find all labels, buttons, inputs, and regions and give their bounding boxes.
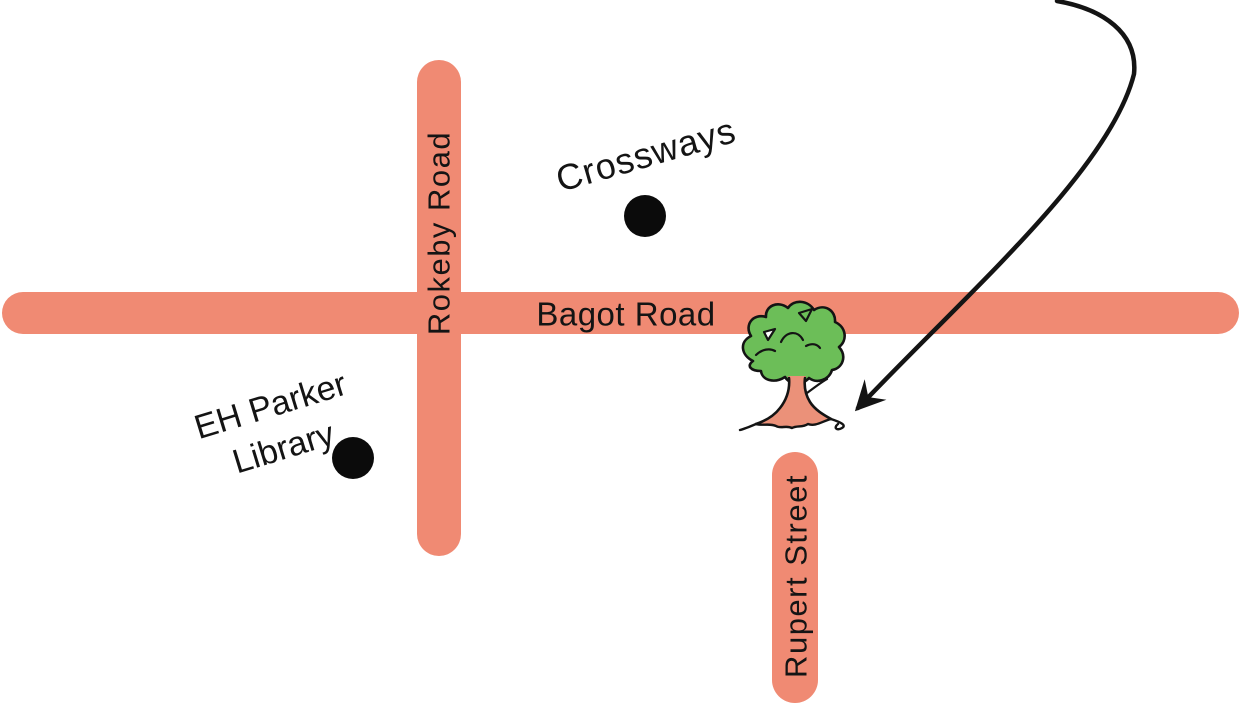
library-dot-marker bbox=[332, 437, 374, 479]
rokeby-road bbox=[417, 60, 461, 556]
rupert-street-label: Rupert Street bbox=[778, 474, 814, 678]
curved-arrow-icon bbox=[854, 0, 1137, 412]
crossways-label: Crossways bbox=[551, 109, 741, 200]
bagot-road-label: Bagot Road bbox=[536, 295, 716, 333]
crossways-dot-marker bbox=[624, 195, 666, 237]
rokeby-road-label: Rokeby Road bbox=[421, 130, 457, 336]
rupert-street bbox=[772, 452, 818, 703]
